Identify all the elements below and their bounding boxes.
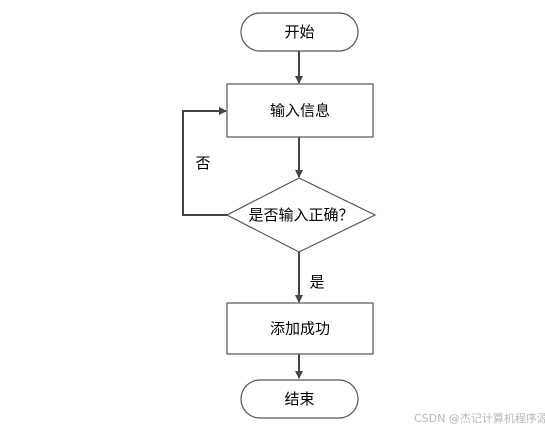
decision-node-label: 是否输入正确？ xyxy=(248,206,353,224)
input-node-label: 输入信息 xyxy=(270,102,330,120)
success-node-label: 添加成功 xyxy=(270,320,330,338)
edge-decision-no-loop xyxy=(182,107,229,216)
end-node-label: 结束 xyxy=(284,390,314,408)
edge-label-no: 否 xyxy=(195,154,210,172)
input-node xyxy=(226,83,374,138)
start-node-label: 开始 xyxy=(284,23,314,41)
end-node xyxy=(240,379,359,419)
decision-node xyxy=(225,177,377,253)
start-node xyxy=(240,12,359,52)
watermark-text: CSDN @杰记计算机程序源码 xyxy=(414,412,545,425)
edge-label-yes: 是 xyxy=(309,273,324,291)
success-node xyxy=(226,302,374,355)
